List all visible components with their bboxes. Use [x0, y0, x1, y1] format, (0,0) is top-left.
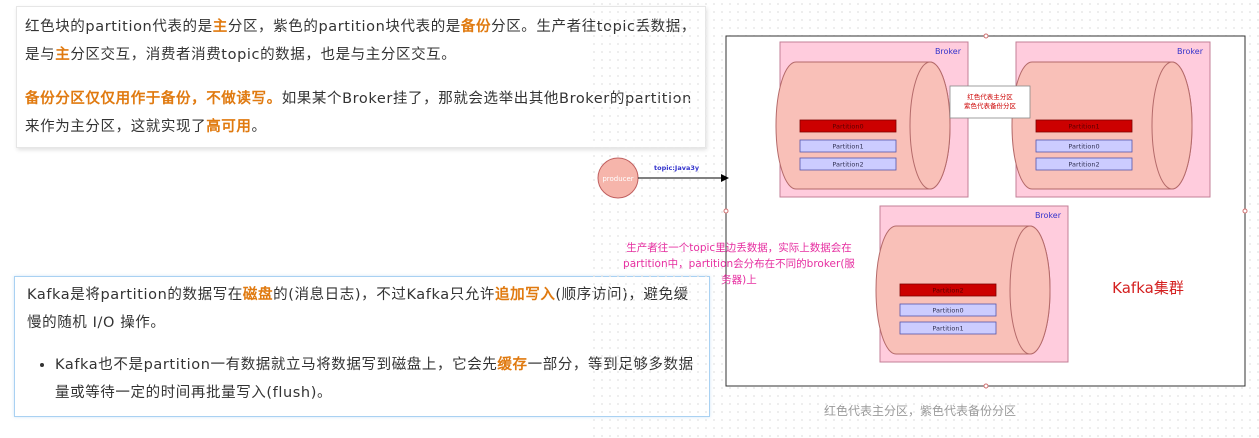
highlight-text: 缓存 [497, 357, 528, 373]
partition-label: Partition0 [832, 123, 863, 131]
selection-handle [1242, 208, 1248, 214]
cluster-label: Kafka集群 [1112, 279, 1184, 297]
selection-handle [723, 208, 729, 214]
backup-partition [799, 139, 897, 153]
text-segment: 如果某个Broker挂了，那就会选举出其他Broker的partition来作为… [25, 91, 692, 135]
note-line-2: partition中，partition会分布在不同的broker(服 [623, 257, 855, 270]
main-partition [1035, 119, 1133, 133]
highlight-text: 高可用 [206, 119, 252, 135]
legend-backup-text: 紫色代表备份分区 [964, 101, 1017, 110]
selection-handle [983, 383, 989, 389]
backup-partition [1035, 139, 1133, 153]
topic-label: topic:Java3y [654, 164, 700, 172]
partition-label: Partition2 [832, 161, 863, 169]
legend-main-text: 红色代表主分区 [967, 92, 1013, 101]
partition-label: Partition2 [1068, 161, 1099, 169]
text-segment: 的(消息日志)，不过Kafka只允许 [273, 287, 496, 303]
partition-label: Partition0 [1068, 143, 1099, 151]
partition-label: Partition1 [1068, 123, 1099, 131]
partition-label: Partition0 [932, 307, 963, 315]
partition-label: Partition1 [832, 143, 863, 151]
main-partition [799, 119, 897, 133]
cylinder-cap [1151, 61, 1193, 190]
partition-label: Partition1 [932, 325, 963, 333]
backup-partition [899, 321, 997, 335]
broker-label: Broker [1035, 211, 1062, 220]
broker-label: Broker [935, 47, 962, 56]
main-partition [899, 283, 997, 297]
highlight-text: 备份分区仅仅用作于备份，不做读写。 [25, 91, 282, 107]
cylinder-cap [1009, 225, 1051, 355]
note-line-3: 务器)上 [721, 273, 757, 286]
selection-handle [983, 33, 989, 39]
backup-partition [899, 303, 997, 317]
text-segment: 分区，紫色的partition块代表的是 [227, 19, 461, 35]
backup-partition [1035, 157, 1133, 171]
high-availability-paragraph: 备份分区仅仅用作于备份，不做读写。如果某个Broker挂了，那就会选举出其他Br… [25, 85, 697, 141]
note-line-1: 生产者往一个topic里边丢数据，实际上数据会在 [626, 241, 851, 254]
backup-partition [799, 157, 897, 171]
partition-label: Partition2 [932, 287, 963, 295]
legend-box [949, 85, 1031, 119]
text-segment: Kafka是将partition的数据写在 [27, 287, 243, 303]
brokers: BrokerPartition0Partition1Partition2Brok… [775, 41, 1211, 363]
broker-label: Broker [1177, 47, 1204, 56]
text-segment: 。 [251, 119, 267, 135]
highlight-text: 追加写入 [495, 287, 556, 303]
highlight-text: 主 [212, 19, 228, 35]
cylinder-cap [909, 61, 951, 190]
diagram-caption: 红色代表主分区，紫色代表备份分区 [823, 404, 1016, 418]
text-segment: 红色块的partition代表的是 [25, 19, 213, 35]
text-segment: Kafka也不是partition一有数据就立马将数据写到磁盘上，它会先 [55, 357, 498, 373]
highlight-text: 备份 [460, 19, 492, 35]
text-segment: 分区交互，消费者消费topic的数据，也是与主分区交互。 [70, 47, 457, 63]
highlight-text: 磁盘 [242, 287, 274, 303]
producer-label: producer [602, 175, 633, 183]
highlight-text: 主 [55, 47, 71, 63]
